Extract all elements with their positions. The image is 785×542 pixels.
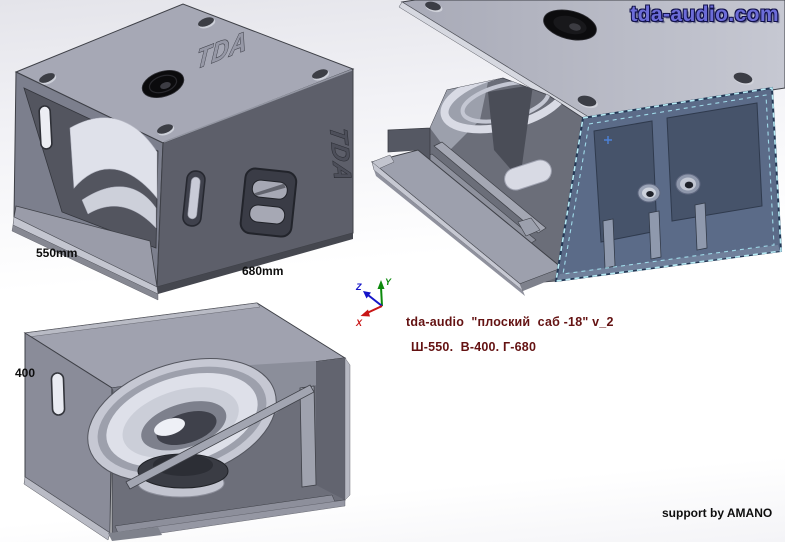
connector-recess [239, 167, 298, 238]
terminal-hole-right [675, 173, 701, 195]
axis-x-label: X [355, 318, 363, 328]
axis-triad-icon: Y Z X [355, 277, 392, 328]
top-connector-pot [141, 69, 185, 99]
internal-divider [299, 385, 317, 488]
top-connector-pot-2 [543, 9, 597, 41]
model-dimensions-note: Ш-550. В-400. Г-680 [411, 340, 537, 354]
top-corner-holes [39, 17, 330, 136]
diagonal-brace [125, 384, 315, 490]
speaker-driver [87, 358, 277, 482]
selection-plus-marker [604, 136, 612, 144]
terminal-hole-left [637, 183, 661, 203]
watermark-url: tda-audio.com [630, 3, 779, 26]
tda-logo-side: TDA [324, 125, 356, 184]
dimension-width-label: 550mm [36, 246, 78, 260]
dimension-depth-label: 680mm [242, 264, 284, 278]
support-credit: support by AMANO [662, 506, 773, 520]
axis-z-label: Z [355, 282, 362, 292]
side-handle-slot [182, 170, 206, 227]
dimension-height-label: 400 [15, 366, 36, 380]
view-front-cutaway[interactable] [0, 295, 380, 542]
axis-y-label: Y [385, 277, 392, 287]
bottom-panel [370, 149, 565, 296]
view-closed-box-iso[interactable]: TDA TDA [0, 0, 366, 302]
horn-flare [69, 117, 158, 199]
view-rear-section[interactable] [368, 0, 785, 302]
top-panel-holes [425, 1, 754, 109]
front-handle-slot [38, 105, 53, 150]
side-handle-slot-2 [50, 372, 66, 416]
model-title-note: tda-audio "плоский саб -18" v_2 [406, 315, 614, 329]
selected-rear-face[interactable] [554, 86, 783, 283]
